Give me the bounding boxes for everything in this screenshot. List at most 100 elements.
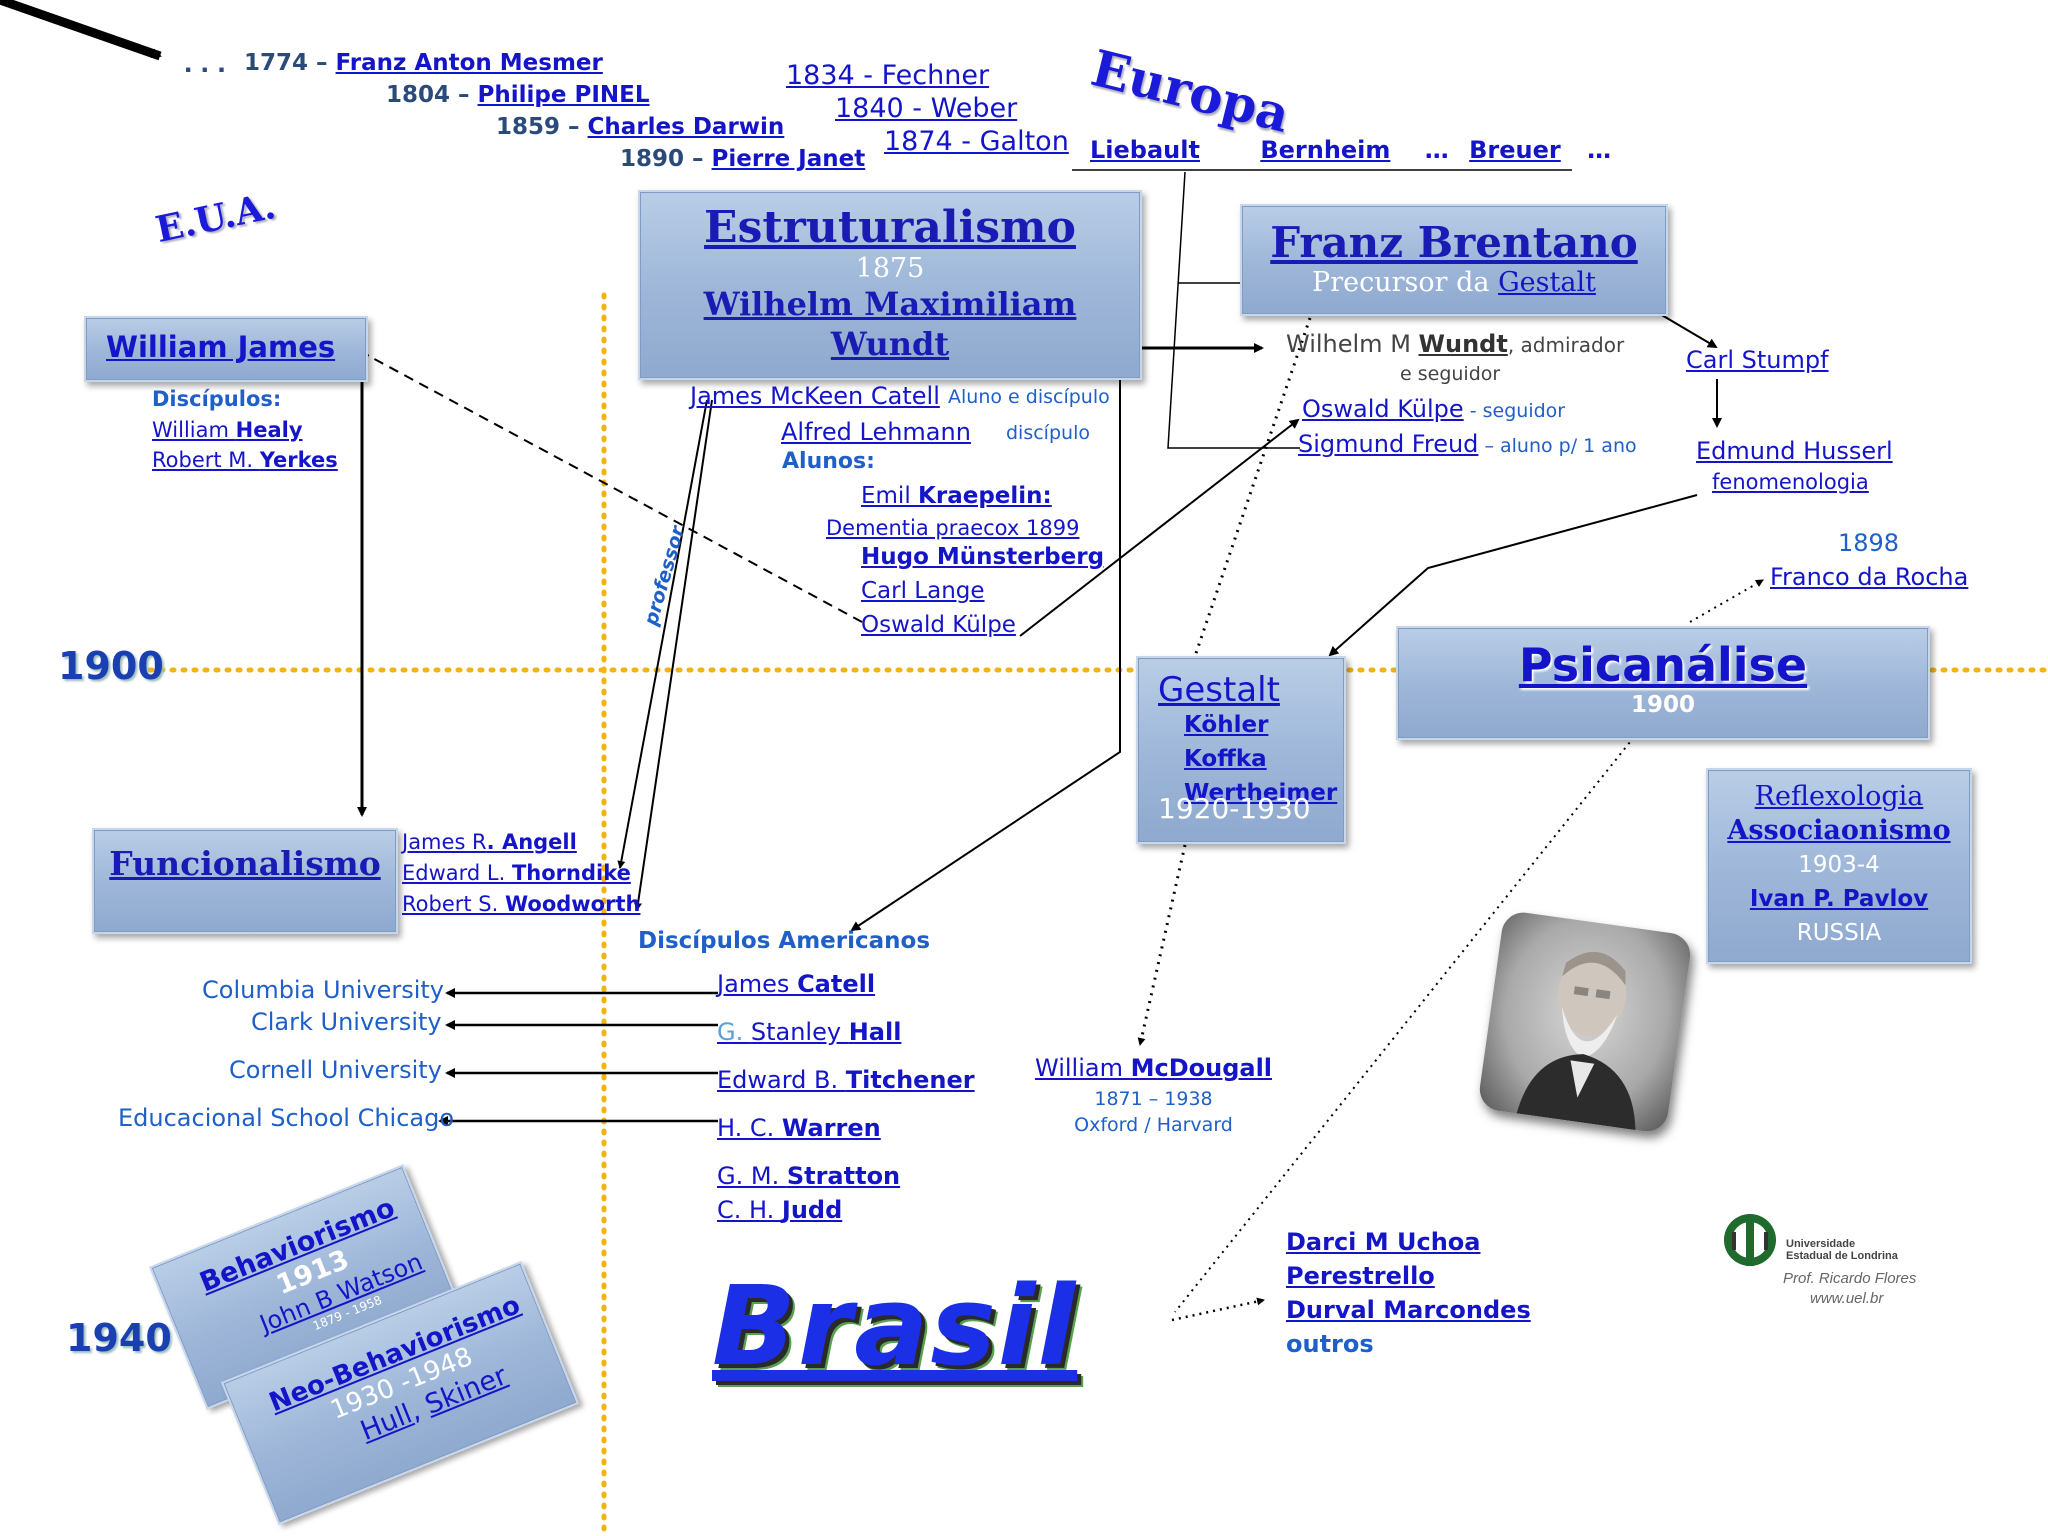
person-link-mesmer[interactable]: Franz Anton Mesmer [335,50,603,76]
funcionalismo-title[interactable]: Funcionalismo [109,844,381,883]
person-link-munsterberg[interactable]: Hugo Münsterberg [861,544,1105,570]
gestalt-years: 1920-1930 [1158,792,1311,825]
credit-author: Prof. Ricardo Flores [1783,1270,1917,1287]
person-link-koffka[interactable]: Koffka [1184,746,1267,772]
person-link-mcdougall[interactable]: William McDougall [1035,1054,1273,1082]
person-link-uchoa[interactable]: Darci M Uchoa [1286,1228,1481,1256]
person-link-liebault[interactable]: Liebault [1090,136,1200,164]
franco-year: 1898 [1838,529,1900,557]
university-columbia: Columbia University [202,976,445,1004]
person-link-titchener[interactable]: Edward B. Titchener [717,1066,975,1094]
year-1900: 1900 [58,644,164,688]
person-link-stumpf[interactable]: Carl Stumpf [1686,346,1829,374]
person-link-husserl[interactable]: Edmund Husserl [1696,437,1893,465]
freud-portrait [1477,909,1693,1135]
uel-logo [1722,1210,1782,1275]
follower-kulpe-note: - seguidor [1463,400,1566,422]
dementia-link[interactable]: Dementia praecox 1899 [826,516,1080,540]
follower-wundt: Wilhelm M Wundt, admirador [1286,330,1624,358]
william-james-title[interactable]: William James [106,330,336,364]
person-link-kraepelin[interactable]: Emil Kraepelin: [861,483,1052,509]
ellipsis: . . . [184,46,226,79]
estruturalismo-title[interactable]: Estruturalismo [704,202,1076,253]
person-link-pavlov[interactable]: Ivan P. Pavlov [1749,886,1929,912]
psicanalise-title[interactable]: Psicanálise [1518,638,1808,692]
region-brasil[interactable]: Brasil [712,1262,1078,1390]
person-link-wundt[interactable]: Wundt [1418,330,1508,358]
gestalt-title[interactable]: Gestalt [1158,670,1280,710]
person-link-franco[interactable]: Franco da Rocha [1770,563,1969,591]
university-cornell: Cornell University [229,1056,442,1084]
follower-wundt-post2: e seguidor [1400,363,1501,385]
person-link-breuer[interactable]: Breuer [1469,136,1561,164]
person-link-kulpe-eu[interactable]: Oswald Külpe [1302,395,1464,423]
follower-freud: Sigmund Freud – aluno p/ 1 ano [1298,430,1637,458]
fenomenologia-link[interactable]: fenomenologia [1712,470,1869,494]
ellipsis-1: … [1424,136,1449,164]
follower-freud-note: – aluno p/ 1 ano [1478,435,1637,457]
ellipsis-2: … [1587,136,1612,164]
follower-wundt-pre: Wilhelm M [1286,330,1419,358]
person-link-healy[interactable]: William Healy [152,418,303,442]
catell-note: Aluno e discípulo [948,386,1110,408]
freud-portrait-drawing [1516,951,1636,1131]
reflexologia-country: RUSSIA [1796,920,1882,946]
person-link-warren[interactable]: H. C. Warren [717,1114,881,1142]
physio-weber[interactable]: 1840 - Weber [835,93,1018,124]
person-link-stratton[interactable]: G. M. Stratton [717,1162,901,1190]
physio-galton[interactable]: 1874 - Galton [884,126,1069,157]
credit-url[interactable]: www.uel.br [1810,1290,1884,1307]
person-link-thorndike[interactable]: Edward L. Thorndike [402,861,631,885]
associaonismo-link[interactable]: Associaonismo [1727,815,1951,846]
europa-row: Liebault Bernheim … Breuer … [1090,136,1611,164]
person-link-catell[interactable]: James McKeen Catell [690,382,940,410]
person-link-pinel[interactable]: Philipe PINEL [477,82,650,108]
person-link-bernheim[interactable]: Bernheim [1260,136,1391,164]
mcdougall-places: Oxford / Harvard [1074,1114,1233,1136]
timeline-row-janet: 1890 – Pierre Janet [620,146,865,172]
uel-name: Universidade Estadual de Londrina [1786,1238,1898,1262]
person-link-yerkes[interactable]: Robert M. Yerkes [152,448,338,472]
lehmann-note: discípulo [1006,422,1090,444]
wundt-name-2[interactable]: Wundt [830,325,950,363]
brentano-sub-text: Precursor da [1312,267,1499,298]
alunos-label: Alunos: [782,449,875,474]
brentano-box: Franz Brentano Precursor da Gestalt [1240,204,1668,316]
mcdougall-years: 1871 – 1938 [1094,1088,1213,1110]
person-link-lange[interactable]: Carl Lange [861,578,985,604]
outros-label: outros [1286,1330,1374,1358]
brentano-title[interactable]: Franz Brentano [1270,218,1638,267]
person-link-hall[interactable]: G. Stanley Hall [717,1018,902,1046]
gestalt-link[interactable]: Gestalt [1498,267,1596,298]
person-link-wertheimer[interactable]: Wertheimer [1184,780,1338,806]
person-link-darwin[interactable]: Charles Darwin [587,114,785,140]
person-link-freud[interactable]: Sigmund Freud [1298,430,1479,458]
wundt-name-1[interactable]: Wilhelm Maximiliam [703,285,1077,323]
brentano-subtitle: Precursor da Gestalt [1242,267,1666,298]
reflexologia-years: 1903-4 [1798,852,1880,878]
year-label: 1804 – [386,82,470,108]
estruturalismo-year: 1875 [855,253,925,284]
physio-fechner[interactable]: 1834 - Fechner [786,60,990,91]
person-link-catell-us[interactable]: James Catell [717,970,876,998]
follower-kulpe: Oswald Külpe - seguidor [1302,395,1565,423]
year-label: 1890 – [620,146,704,172]
person-link-kulpe[interactable]: Oswald Külpe [861,612,1016,638]
person-link-judd[interactable]: C. H. Judd [717,1196,843,1224]
intro-arrow [0,0,162,61]
person-link-kohler[interactable]: Köhler [1184,712,1269,738]
person-link-lehmann[interactable]: Alfred Lehmann [781,418,971,446]
person-link-perestrello[interactable]: Perestrello [1286,1262,1435,1290]
timeline-row-darwin: 1859 – Charles Darwin [496,114,784,140]
disc-americanos-label: Discípulos Americanos [638,928,931,954]
year-label: 1859 – [496,114,580,140]
person-link-woodworth[interactable]: Robert S. Woodworth [402,892,641,916]
person-link-marcondes[interactable]: Durval Marcondes [1286,1296,1531,1324]
uel-line-1: Universidade [1786,1238,1856,1250]
person-link-janet[interactable]: Pierre Janet [711,146,866,172]
gestalt-box: Gestalt Köhler Koffka Wertheimer 1920-19… [1136,656,1346,844]
person-link-angell[interactable]: James R. Angell [402,830,577,854]
reflexologia-link[interactable]: Reflexologia [1754,781,1924,812]
reflexologia-box: Reflexologia Associaonismo 1903-4 Ivan P… [1706,768,1972,964]
